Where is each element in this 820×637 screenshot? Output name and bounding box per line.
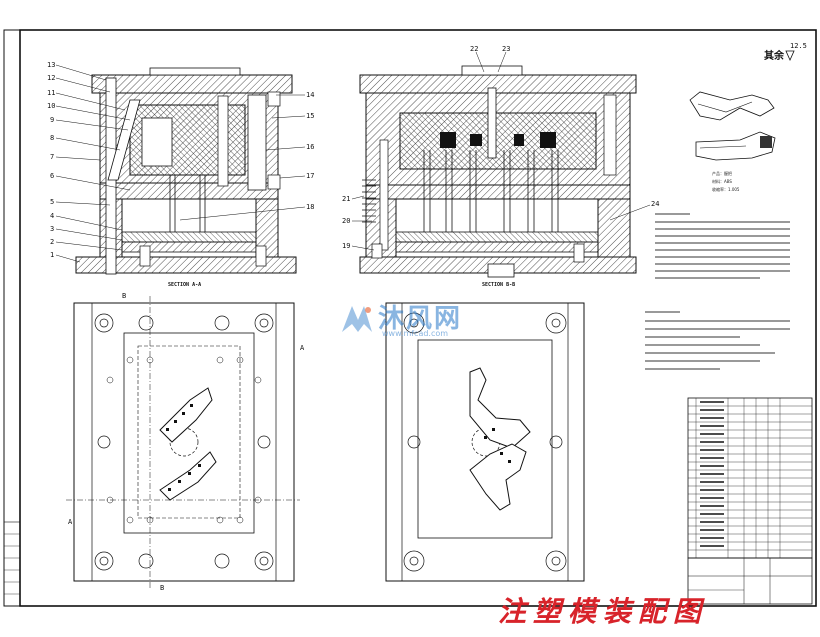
callout-5: 5: [50, 198, 54, 206]
watermark-text: 沐风网: [378, 304, 463, 334]
drawing-title: 注塑模装配图: [498, 595, 709, 628]
title-block: [687, 557, 813, 605]
part-isometric-views: 产品：握把 材料：ABS 收缩率：1.005: [689, 91, 776, 192]
ejector-pin-hole: [236, 516, 244, 524]
section-aa-label: SECTION A-A: [168, 282, 201, 288]
callout-10: 10: [47, 102, 55, 110]
watermark: 沐风网 www.mfcad.com: [338, 300, 498, 344]
callout-18: 18: [306, 203, 314, 211]
section-bb-view: 22 23 21 20 19 24 SECTION B-B: [342, 45, 659, 288]
callout-1: 1: [50, 251, 54, 259]
callout-2: 2: [50, 238, 54, 246]
callout-4: 4: [50, 212, 54, 220]
callout-15: 15: [306, 112, 314, 120]
callout-8: 8: [50, 134, 54, 142]
callout-13: 13: [47, 61, 55, 69]
drawing-frame: [3, 29, 817, 607]
ejector-pin-hole: [216, 516, 224, 524]
callout-12: 12: [47, 74, 55, 82]
technical-requirements-notes: [645, 311, 790, 370]
roughness-symbol-icon: [785, 50, 795, 61]
ejector-pin-hole: [126, 356, 134, 364]
callout-19: 19: [342, 242, 350, 250]
part-name: 产品：握把: [712, 170, 732, 176]
ejector-pin-hole: [236, 356, 244, 364]
callouts-left: 13 12 11 10 9 8 7 6 5 4 3 2 1: [47, 61, 131, 263]
callouts-bb: 22 23 21 20 19 24: [342, 45, 659, 251]
part-shrinkage: 收缩率：1.005: [712, 186, 740, 192]
roughness-prefix: 其余: [764, 49, 785, 62]
cut-label-b-bottom: B: [160, 584, 164, 592]
roughness-value: 12.5: [790, 42, 807, 50]
callout-22: 22: [470, 45, 478, 53]
revision-strip: [3, 521, 21, 607]
working-principle-notes: [655, 213, 790, 279]
callouts-right-aa: 14 15 16 17 18: [179, 91, 314, 221]
callout-3: 3: [50, 225, 54, 233]
roughness-note: 其余 12.5: [764, 42, 807, 62]
plan-view-moving-half: A A B B: [66, 292, 305, 592]
section-aa-view: 13 12 11 10 9 8 7 6 5 4 3 2 1 14 15 16 1…: [47, 61, 314, 288]
ejector-pin-hole: [254, 376, 262, 384]
watermark-url: www.mfcad.com: [382, 329, 449, 338]
callout-24: 24: [651, 200, 659, 208]
callout-16: 16: [306, 143, 314, 151]
cut-label-b-top: B: [122, 292, 126, 300]
callout-9: 9: [50, 116, 54, 124]
callout-23: 23: [502, 45, 510, 53]
section-bb-label: SECTION B-B: [482, 282, 515, 288]
plan-view-fixed-half: [385, 302, 585, 582]
ejector-pin-hole: [126, 516, 134, 524]
callout-20: 20: [342, 217, 350, 225]
ejector-pin-hole: [216, 356, 224, 364]
callout-7: 7: [50, 153, 54, 161]
watermark-logo-icon: [342, 306, 372, 332]
callout-11: 11: [47, 89, 55, 97]
parts-list-table: [687, 397, 813, 559]
cut-label-a-bottom: A: [68, 518, 73, 526]
callout-21: 21: [342, 195, 350, 203]
cut-label-a-top: A: [300, 344, 305, 352]
part-material: 材料：ABS: [712, 178, 732, 184]
callout-6: 6: [50, 172, 54, 180]
ejector-pin-hole: [106, 376, 114, 384]
callout-17: 17: [306, 172, 314, 180]
callout-14: 14: [306, 91, 314, 99]
